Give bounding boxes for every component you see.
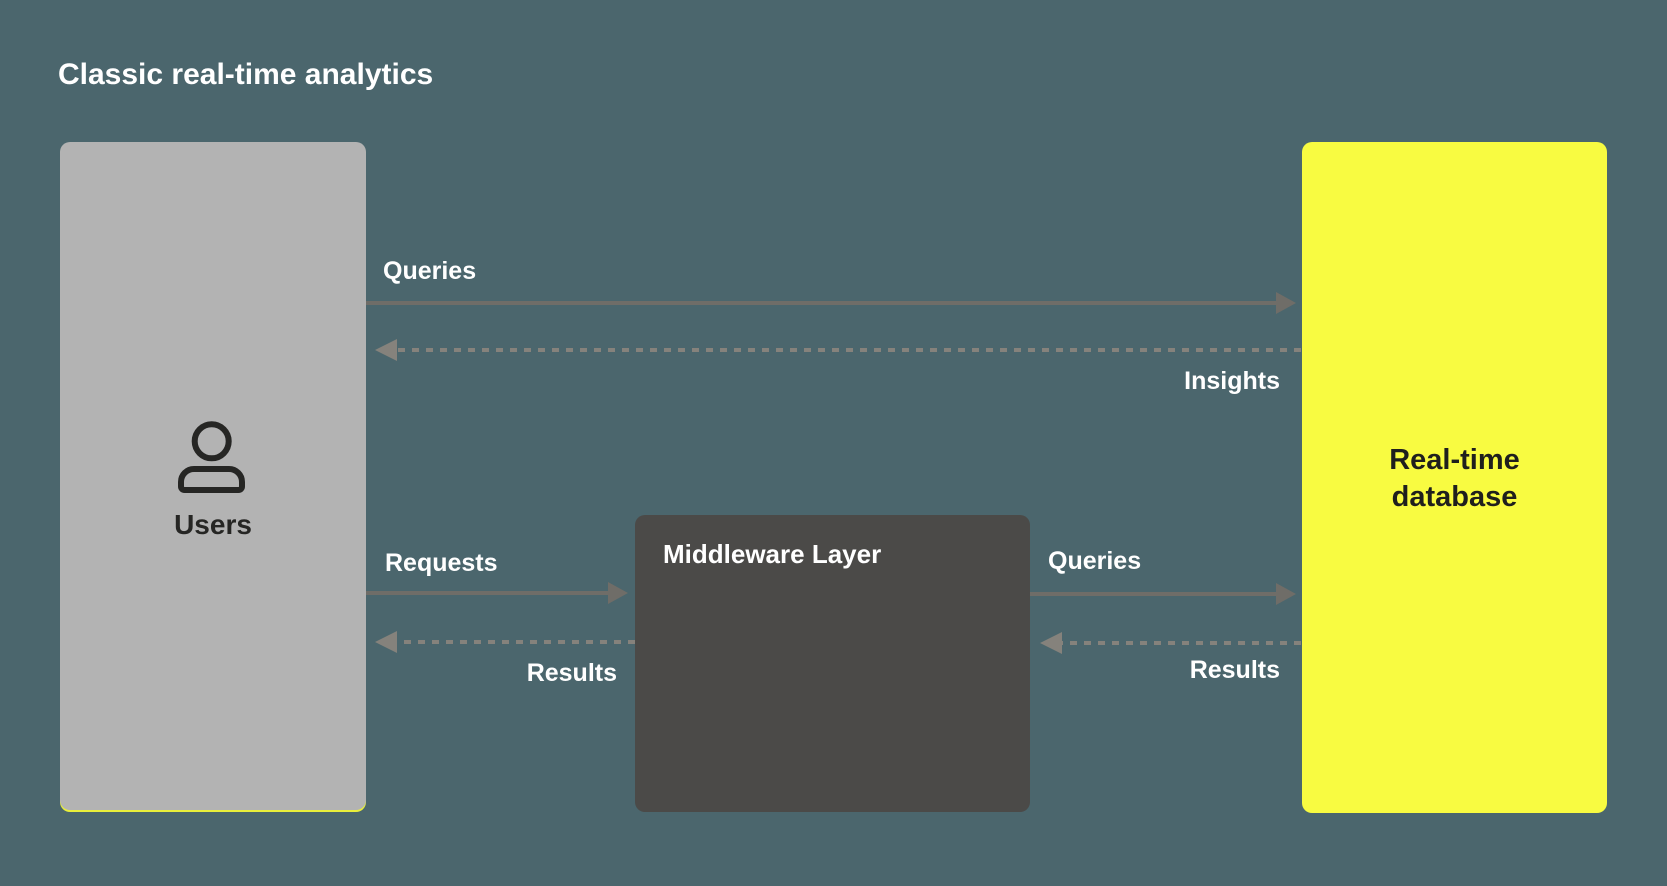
edge-label-requests: Requests	[385, 549, 498, 577]
arrow-middleware-to-database	[1030, 583, 1296, 605]
node-database-label-line1: Real-time	[1389, 444, 1520, 476]
arrow-users-to-database	[366, 292, 1296, 314]
diagram-title: Classic real-time analytics	[58, 58, 434, 91]
edge-label-queries-users-db: Queries	[383, 257, 477, 285]
node-database-label-line2: database	[1391, 481, 1518, 513]
arrow-users-to-middleware	[366, 582, 628, 604]
node-middleware: Middleware Layer	[635, 515, 1030, 812]
arrow-middleware-to-users	[375, 631, 635, 653]
node-users-label: Users	[174, 509, 252, 540]
node-middleware-label: Middleware Layer	[663, 539, 882, 569]
user-icon	[178, 421, 245, 493]
node-database: Real-time database	[1302, 142, 1607, 813]
arrow-database-to-users	[375, 339, 1301, 361]
edge-label-results-right: Results	[1189, 656, 1280, 684]
node-users: Users	[60, 142, 366, 810]
edge-label-queries-mw-db: Queries	[1048, 547, 1142, 575]
node-database-label: Real-time database	[1302, 442, 1607, 516]
edge-label-insights: Insights	[1184, 367, 1280, 395]
edge-label-results-left: Results	[526, 659, 617, 687]
arrow-database-to-middleware	[1040, 632, 1301, 654]
